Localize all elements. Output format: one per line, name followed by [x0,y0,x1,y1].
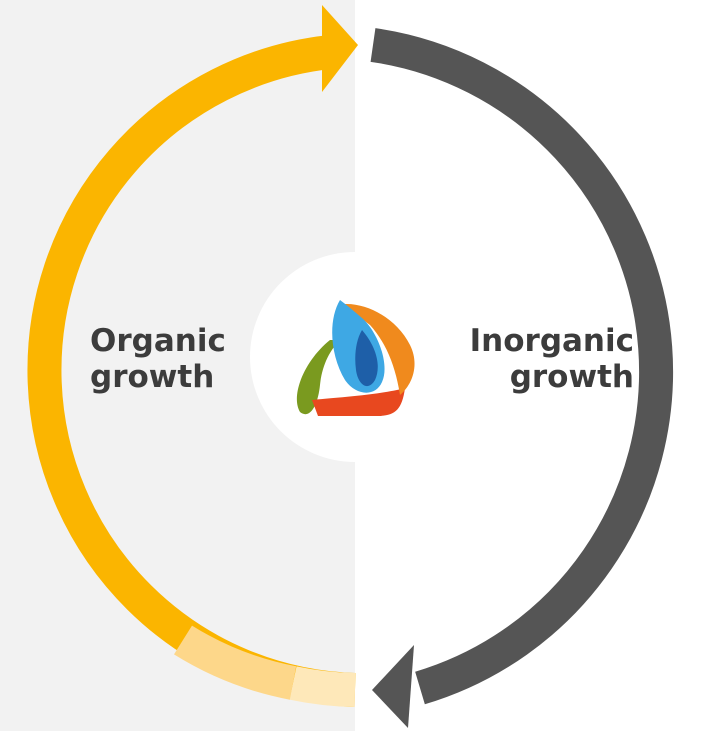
inorganic-growth-arrow [370,28,674,705]
inorganic-label-line2: growth [509,359,634,395]
organic-label-line2: growth [90,359,215,395]
inorganic-growth-label: Inorganic growth [470,323,634,395]
organic-label-line1: Organic [90,323,226,359]
organic-arrow-faded-segment-2 [173,625,297,700]
inorganic-label-line1: Inorganic [469,323,634,359]
organic-arrowhead-icon [322,5,358,92]
left-background-top [0,0,355,160]
organic-arrow-faded-segment [289,666,356,707]
inorganic-arrowhead-icon [372,645,414,728]
company-logo-icon [296,300,415,416]
organic-growth-label: Organic growth [90,323,226,395]
